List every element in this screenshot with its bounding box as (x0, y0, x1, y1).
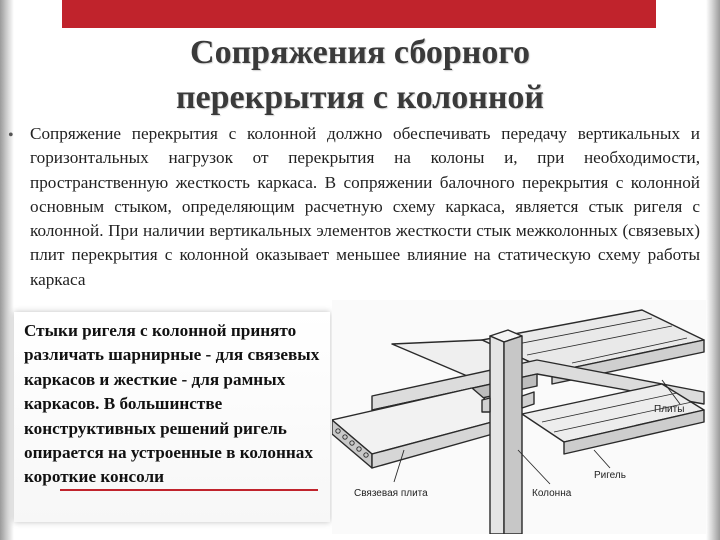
label-column: Колонна (532, 488, 572, 499)
red-underline (60, 489, 318, 491)
label-tie-plate: Связевая плита (354, 488, 428, 499)
label-girder: Ригель (594, 470, 626, 481)
girder-leader (593, 449, 611, 469)
left-frame-shading (0, 0, 14, 540)
top-accent-bar (62, 0, 656, 28)
body-paragraph: Сопряжение перекрытия с колонной должно … (30, 124, 700, 289)
column-leader (517, 449, 551, 485)
floor-column-joint-drawing: Плиты Ригель Колонна Связевая плита (332, 300, 706, 534)
joint-drawing-svg: Плиты Ригель Колонна Связевая плита (332, 309, 705, 534)
tie-plate-leader (393, 449, 405, 483)
label-plates: Плиты (654, 404, 684, 415)
column (489, 335, 505, 534)
note-text: Стыки ригеля с колонной принято различат… (24, 321, 320, 487)
right-frame-shading (706, 0, 720, 540)
plates-leader (661, 379, 681, 405)
note-box (14, 312, 330, 522)
slide-title: Сопряжения сборного перекрытия с колонно… (175, 34, 545, 116)
bullet-marker: • (8, 127, 14, 144)
